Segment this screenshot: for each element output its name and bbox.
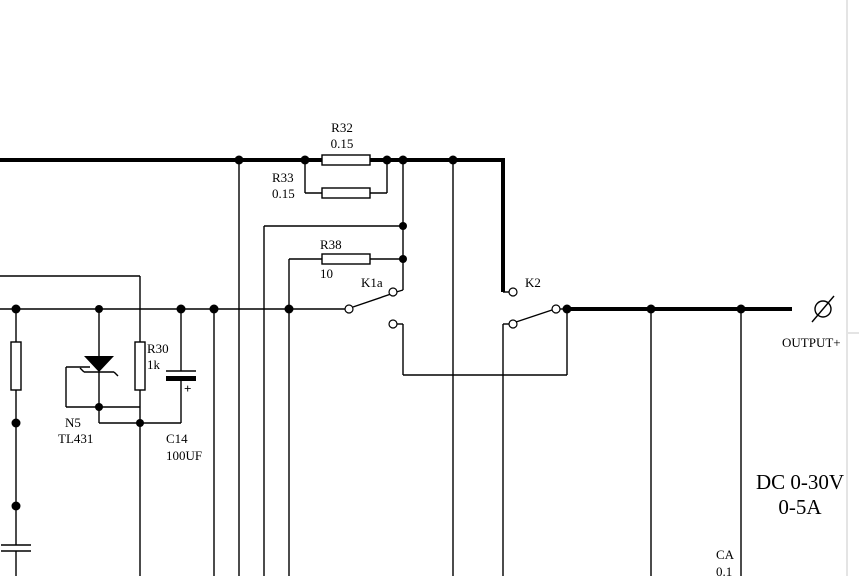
label-spec-voltage: DC 0-30V <box>756 470 844 494</box>
relay-switch-k1a <box>344 287 398 329</box>
label-r38-value: 10 <box>320 266 333 281</box>
main-power-bus <box>0 158 792 311</box>
resistor-r32 <box>321 154 371 166</box>
label-r32-ref: R32 <box>331 120 353 135</box>
output-terminal-symbol <box>811 295 835 323</box>
label-k1a: K1a <box>361 275 383 290</box>
resistor-left <box>10 341 22 391</box>
label-c14-value: 100UF <box>166 448 202 463</box>
tl431-regulator-symbol <box>79 356 119 377</box>
resistor-r33 <box>321 187 371 199</box>
label-n5-part: TL431 <box>58 431 93 446</box>
label-ca-value: 0.1 <box>716 564 732 576</box>
capacitor-c14 <box>166 370 196 381</box>
resistor-r38 <box>321 253 371 265</box>
canvas-edge <box>846 0 859 576</box>
label-c14-polarity: + <box>184 381 191 396</box>
label-output: OUTPUT+ <box>782 335 841 350</box>
junction-dots <box>11 155 746 511</box>
relay-switch-k2 <box>508 287 561 329</box>
label-r33-value: 0.15 <box>272 186 295 201</box>
signal-wires <box>0 160 742 576</box>
label-r30-ref: R30 <box>147 341 169 356</box>
label-r33-ref: R33 <box>272 170 294 185</box>
label-r32-value: 0.15 <box>331 136 354 151</box>
label-ca-ref: CA <box>716 547 735 562</box>
label-k2: K2 <box>525 275 541 290</box>
resistor-r30 <box>134 341 146 391</box>
label-n5-ref: N5 <box>65 415 81 430</box>
label-c14-ref: C14 <box>166 431 188 446</box>
label-r38-ref: R38 <box>320 237 342 252</box>
label-spec-current: 0-5A <box>778 495 822 519</box>
label-r30-value: 1k <box>147 357 161 372</box>
capacitor-left <box>1 544 31 552</box>
